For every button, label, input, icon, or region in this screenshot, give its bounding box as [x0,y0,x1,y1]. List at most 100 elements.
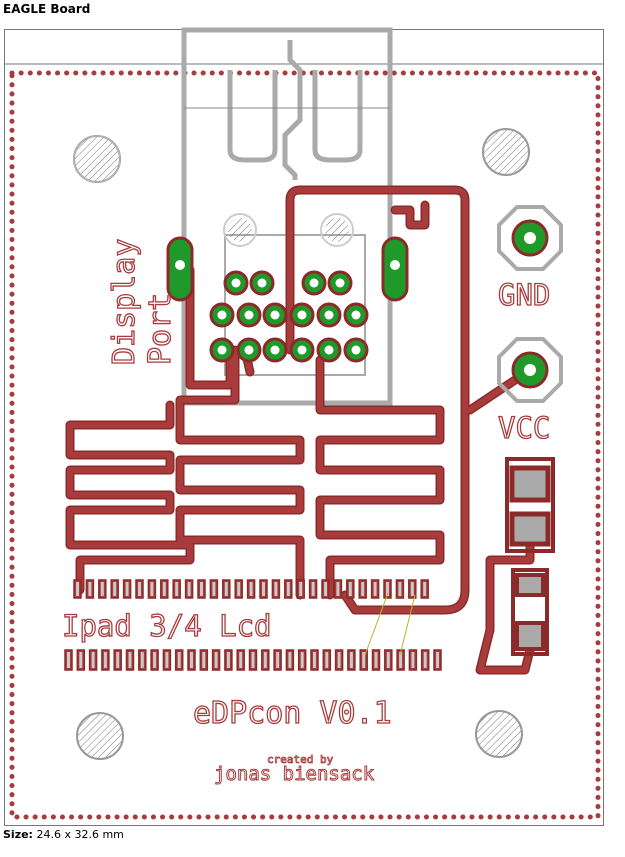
lcd-connector-top-row [73,579,429,599]
pin-pad-inner [313,652,316,668]
pin-pad-inner [410,582,414,596]
pin-pad-inner [100,582,104,596]
pin-pad-inner [274,582,278,596]
pin-pad-inner [202,652,206,668]
pad-icon [262,302,288,328]
pin-pad-inner [411,652,415,668]
pin-pad-inner [348,582,352,596]
pin-pad-inner [374,652,378,668]
pad-icon [327,270,353,296]
pin-pad-inner [116,652,120,668]
pin-pad-inner [224,582,228,596]
pin-pad-inner [276,652,280,668]
pad-icon [289,337,315,363]
pad-icon [249,270,275,296]
pad-icon [289,302,315,328]
pin-pad-inner [237,582,241,596]
mounting-hole-icon [482,128,530,176]
pad-icon [236,337,262,363]
pin-pad-inner [214,652,218,668]
pin-pad-inner [249,582,253,596]
pin-pad-inner [324,582,327,596]
pin-pad-inner [263,652,267,668]
pin-pad-inner [288,652,292,668]
smd-component [505,457,555,553]
pin-pad-inner [399,652,403,668]
pin-pad-inner [113,582,117,596]
pin-pad-inner [150,582,154,596]
pin-pad-inner [436,652,439,668]
pad-icon [166,236,194,302]
pad-icon [209,337,235,363]
pin-pad-inner [239,652,243,668]
pin-pad-inner [262,582,265,596]
pin-pad-inner [398,582,402,596]
via-icon [320,213,354,247]
label-version: eDPcon V0.1 [193,696,392,731]
pin-pad-inner [165,652,169,668]
pad-icon [343,302,369,328]
label-author: jonas biensack [214,763,375,785]
mounting-hole-icon [73,135,121,183]
pin-pad-inner [177,652,181,668]
pin-pad-inner [190,652,193,668]
size-status: Size: 24.6 x 32.6 mm [3,828,124,841]
meander-traces [65,185,535,675]
pin-pad-inner [423,582,427,596]
label-vcc: VCC [498,411,550,445]
pin-pad-inner [299,582,303,596]
pin-pad-inner [336,582,340,596]
airwires [364,592,416,656]
pin-pad-inner [362,652,366,668]
pin-pad-inner [91,652,95,668]
label-port: Port [143,293,178,365]
pin-pad-inner [226,652,230,668]
pin-pad-inner [125,582,129,596]
label-gnd: GND [498,278,550,312]
pin-pad-inner [76,582,79,596]
pad-icon [381,236,409,302]
mounting-hole-icon [475,710,523,758]
pad-icon [316,302,342,328]
pad-icon [236,302,262,328]
pad-icon [316,337,342,363]
pad-icon [497,337,563,403]
board-dotted-border [9,70,601,820]
label-created-by: created by [267,753,334,766]
pin-pad-inner [300,652,304,668]
pin-pad-inner [337,652,341,668]
pin-pad-inner [88,582,92,596]
pin-pad-inner [153,652,157,668]
pin-pad-inner [162,582,166,596]
pin-pad-inner [311,582,315,596]
size-value: 24.6 x 32.6 mm [36,828,124,841]
pin-pad-inner [138,582,141,596]
label-lcd: Ipad 3/4 Lcd [62,609,272,643]
pin-pad-inner [79,652,83,668]
pin-pad-inner [361,582,365,596]
pin-pad-inner [251,652,255,668]
connector-outline-icon [181,27,393,406]
pad-icon [209,302,235,328]
pin-pad-inner [67,652,70,668]
size-label: Size: [3,828,33,841]
pin-pad-inner [175,582,179,596]
lcd-connector-bottom-row [64,649,442,671]
pin-pad-inner [187,582,191,596]
pin-pad-inner [103,652,107,668]
pad-icon [262,337,288,363]
pin-pad-inner [386,652,390,668]
pin-pad-inner [140,652,144,668]
pad-icon [497,205,563,271]
pin-pad-inner [325,652,329,668]
pad-icon [223,270,249,296]
pin-pad-inner [212,582,216,596]
pad-icon [301,270,327,296]
pin-pad-inner [386,582,389,596]
smd-component [511,568,549,656]
mounting-hole-icon [76,712,124,760]
pad-icon [343,337,369,363]
window-title: EAGLE Board [3,2,91,16]
pin-pad-inner [373,582,377,596]
pin-pad-inner [349,652,353,668]
